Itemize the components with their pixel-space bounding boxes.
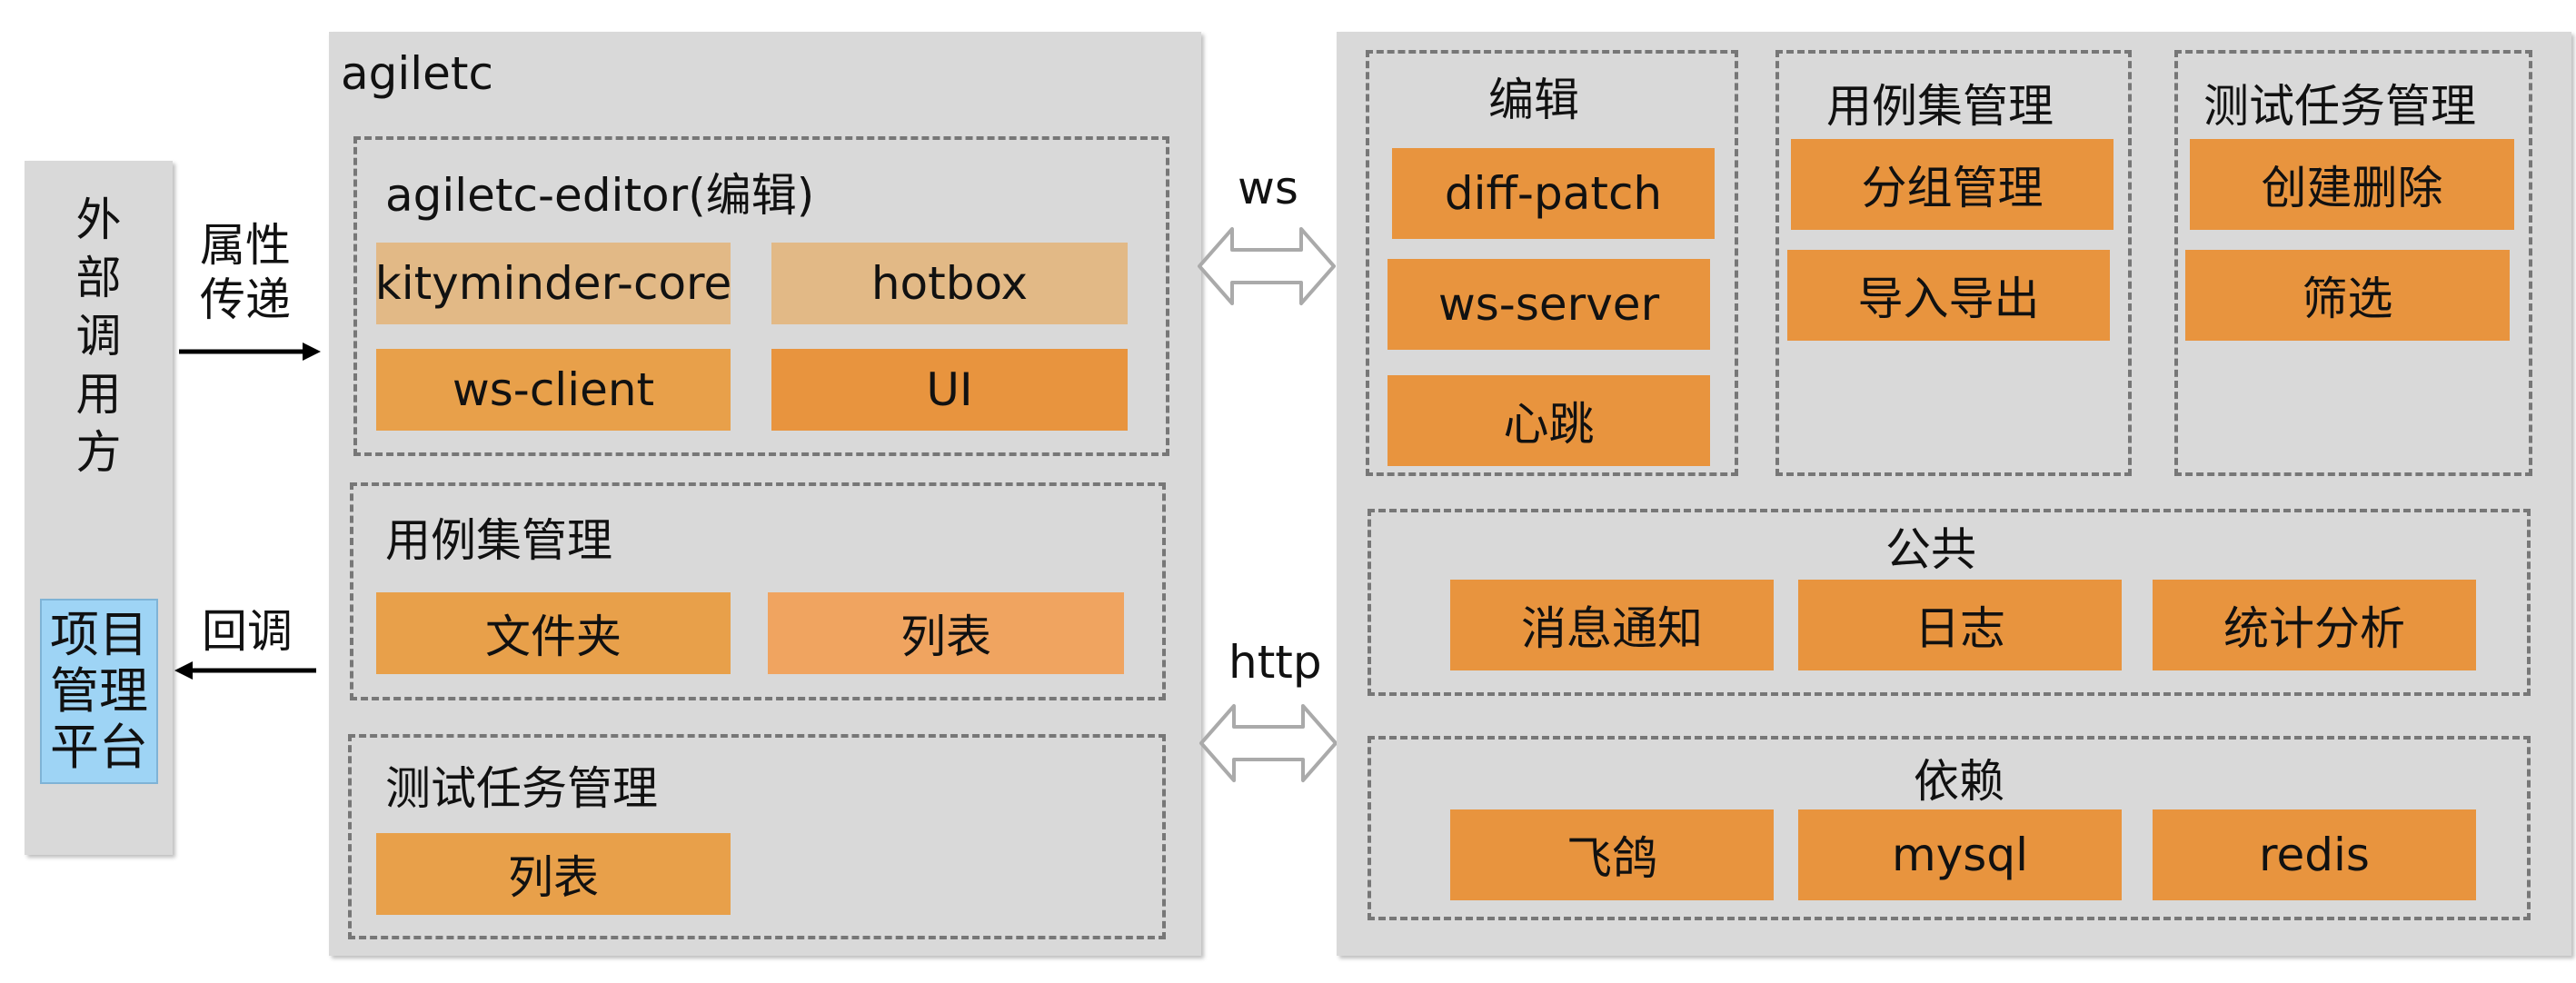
external-caller-char: 调: [75, 310, 122, 362]
module-ws-server: ws-server: [1387, 259, 1710, 350]
project-platform-line: 平台: [50, 719, 148, 776]
agiletc-task-group: [348, 734, 1166, 939]
agiletc-panel: [329, 32, 1201, 956]
module-list: 列表: [768, 592, 1124, 674]
server-deps-group: [1368, 736, 2531, 920]
props-transfer-line: 传递: [200, 273, 291, 326]
agiletc-editor-title: agiletc-editor(编辑): [385, 169, 815, 222]
module-hotbox: hotbox: [771, 243, 1128, 324]
external-caller-char: 用: [75, 368, 122, 421]
module-notify: 消息通知: [1450, 580, 1774, 670]
module-group-mgmt: 分组管理: [1791, 139, 2114, 230]
module-create-delete: 创建删除: [2190, 139, 2514, 230]
external-caller-char: 方: [75, 426, 122, 479]
module-heartbeat: 心跳: [1387, 375, 1710, 466]
server-deps-title: 依赖: [1914, 755, 2004, 808]
http-double-arrow: [1199, 704, 1338, 782]
module-mysql: mysql: [1798, 809, 2122, 900]
server-common-group: [1368, 509, 2531, 696]
external-caller-char: 部: [75, 252, 122, 304]
callback-arrow: [174, 661, 316, 680]
server-common-title: 公共: [1885, 523, 1976, 576]
external-caller-char: 外: [75, 194, 122, 246]
agiletc-task-title: 测试任务管理: [385, 762, 658, 815]
module-ws-client: ws-client: [376, 349, 731, 431]
module-log: 日志: [1798, 580, 2122, 670]
module-import-export: 导入导出: [1787, 250, 2110, 341]
project-platform-line: 管理: [50, 662, 148, 720]
agiletc-editor-group: [353, 136, 1169, 456]
module-redis: redis: [2153, 809, 2476, 900]
module-feige: 飞鸽: [1450, 809, 1774, 900]
agiletc-title: agiletc: [341, 47, 494, 100]
module-filter: 筛选: [2185, 250, 2510, 341]
module-diff-patch: diff-patch: [1392, 148, 1715, 239]
module-folder: 文件夹: [376, 592, 731, 674]
project-platform-line: 项目: [50, 606, 148, 663]
props-transfer-label: 属性 传递: [182, 218, 309, 327]
server-task-group: [2174, 50, 2532, 476]
server-caseset-title: 用例集管理: [1826, 80, 2054, 133]
props-transfer-line: 属性: [200, 219, 291, 272]
server-caseset-group: [1775, 50, 2132, 476]
project-platform-box: 项目 管理 平台: [40, 599, 158, 784]
callback-label: 回调: [202, 605, 293, 658]
server-edit-group: [1366, 50, 1738, 476]
module-ui: UI: [771, 349, 1128, 431]
props-arrow: [179, 343, 321, 361]
ws-label: ws: [1238, 162, 1298, 214]
server-task-title: 测试任务管理: [2203, 80, 2476, 133]
external-caller-label: 外 部 调 用 方: [25, 191, 173, 482]
server-edit-title: 编辑: [1488, 74, 1579, 126]
http-label: http: [1228, 636, 1322, 689]
module-kityminder-core: kityminder-core: [375, 243, 731, 324]
module-stats: 统计分析: [2153, 580, 2476, 670]
agiletc-caseset-group: [350, 482, 1166, 700]
agiletc-caseset-title: 用例集管理: [385, 514, 612, 567]
module-task-list: 列表: [376, 833, 731, 915]
ws-double-arrow: [1198, 227, 1336, 305]
